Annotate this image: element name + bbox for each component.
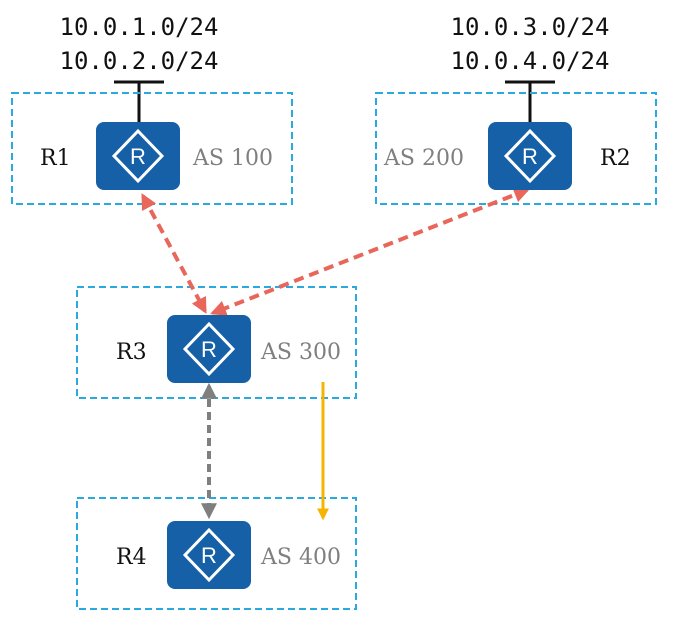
router-icon [167,521,251,589]
router-glyph: R [522,144,538,169]
r1-stub-network-line [114,80,164,122]
router-glyph: R [201,543,217,568]
r1-r3-ebgp-link [141,193,207,314]
router-icon [167,315,251,383]
as-label-100: AS 100 [192,146,273,171]
router-r2[interactable]: R [488,122,572,190]
as-label-400: AS 400 [260,545,341,570]
network-prefix-r1-2: 10.0.2.0/24 [60,47,219,75]
router-glyph: R [130,144,146,169]
router-r3[interactable]: R [167,315,251,383]
router-diamond-icon [503,128,557,184]
router-icon [488,122,572,190]
router-diamond-icon [182,527,236,583]
router-r4[interactable]: R [167,521,251,589]
as-400-boundary [76,497,357,610]
router-diamond-icon [182,321,236,377]
router-name-r3: R3 [116,340,147,365]
router-icon [96,122,180,190]
router-diamond-icon [111,128,165,184]
r2-stub-network-line [505,80,555,122]
network-prefix-r2-1: 10.0.3.0/24 [451,13,610,41]
as-label-300: AS 300 [260,340,341,365]
network-prefix-r1-1: 10.0.1.0/24 [60,13,219,41]
network-prefix-r2-2: 10.0.4.0/24 [451,47,610,75]
as-label-200: AS 200 [383,146,464,171]
router-name-r4: R4 [116,545,147,570]
router-r1[interactable]: R [96,122,180,190]
r2-r3-ebgp-link [210,187,530,316]
router-name-r1: R1 [40,146,71,171]
router-name-r2: R2 [600,146,631,171]
router-glyph: R [201,337,217,362]
